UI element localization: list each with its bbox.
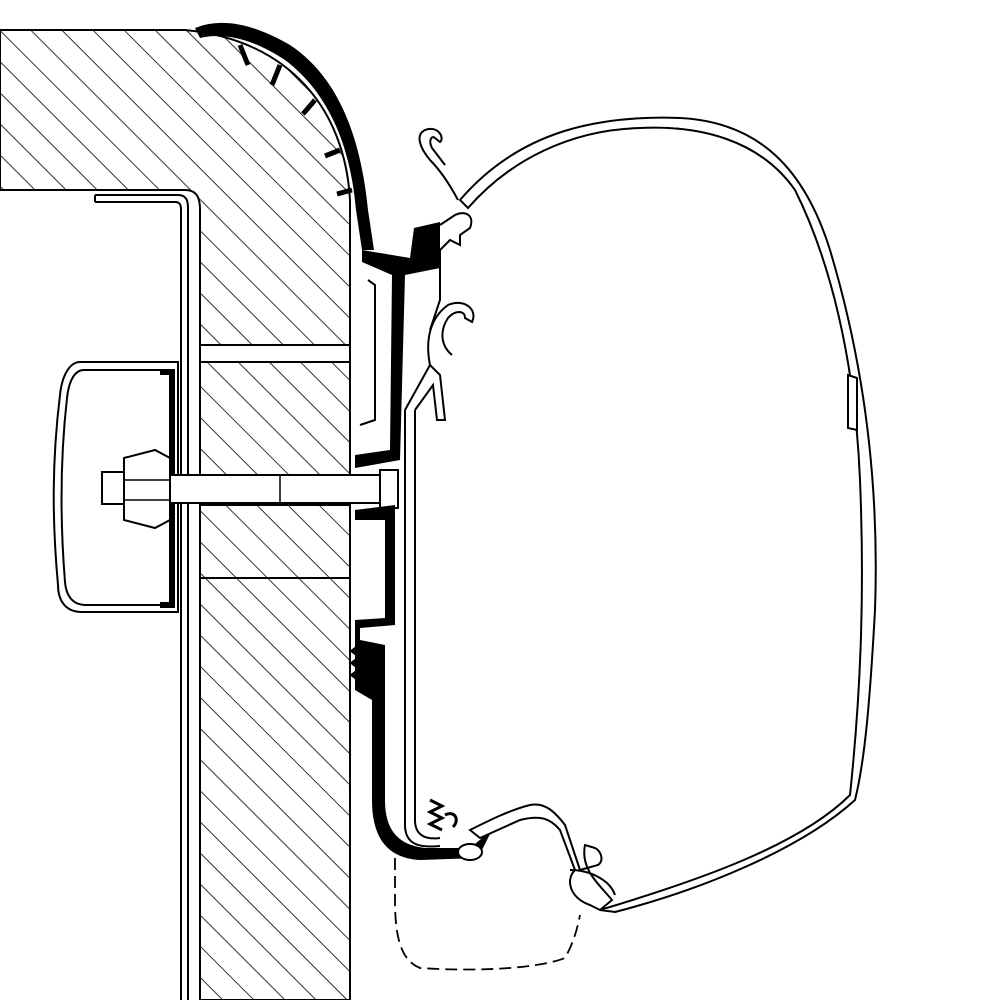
adapter-rail-profile <box>349 222 492 860</box>
interior-panel <box>94 194 189 1000</box>
vehicle-wall-section <box>0 29 351 1000</box>
awning-cassette <box>404 116 877 914</box>
dashed-alternative-outline <box>394 858 581 971</box>
rubber-seal-strip <box>195 22 374 251</box>
bolt-and-nut <box>101 448 399 530</box>
